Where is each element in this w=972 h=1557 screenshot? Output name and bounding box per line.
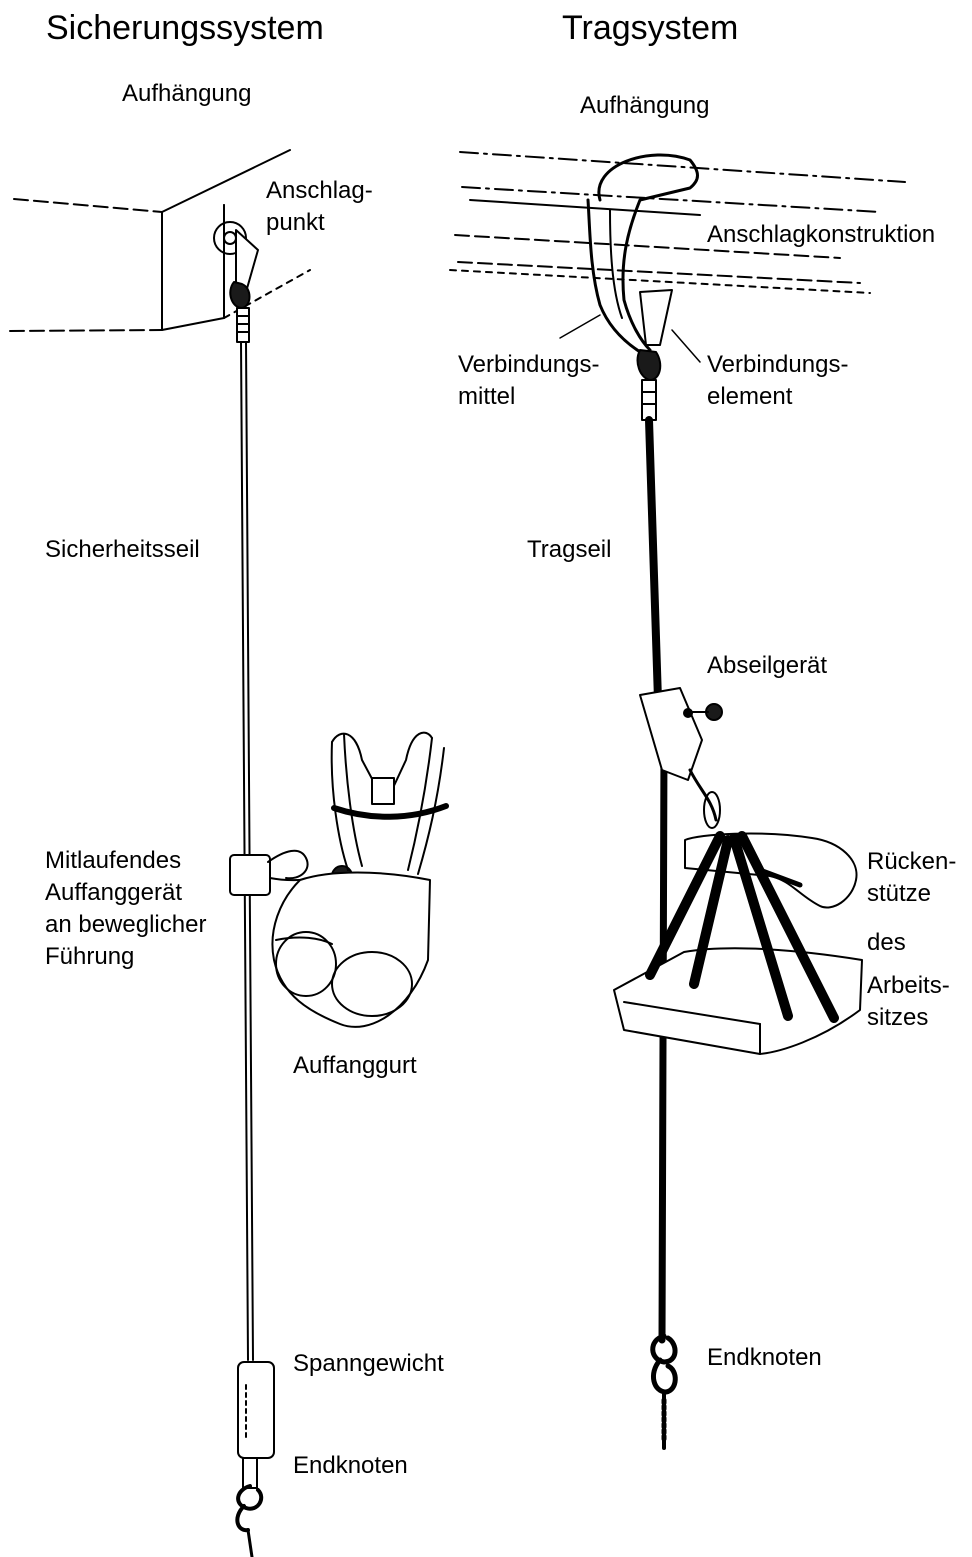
label-abseilgeraet: Abseilgerät — [707, 650, 827, 682]
anchor-point-ring — [214, 222, 258, 342]
title-right: Tragsystem — [562, 8, 738, 48]
label-anschlagpunkt: Anschlag- punkt — [266, 175, 373, 239]
label-anschlagkonstruktion: Anschlagkonstruktion — [707, 219, 935, 251]
label-aufhaengung-right: Aufhängung — [580, 90, 709, 122]
label-endknoten-right: Endknoten — [707, 1342, 822, 1374]
tension-weight — [238, 1362, 274, 1488]
label-arbeitssitz: Arbeits- sitzes — [867, 970, 950, 1034]
descender-device — [640, 688, 722, 828]
anchor-block — [10, 150, 310, 331]
work-seat — [614, 834, 862, 1054]
label-verbindungsmittel: Verbindungs- mittel — [458, 349, 599, 413]
label-des: des — [867, 927, 906, 959]
safety-rope — [241, 342, 253, 1360]
end-knot-left — [237, 1486, 261, 1557]
label-spanngewicht: Spanngewicht — [293, 1348, 444, 1380]
connector-carabiner — [638, 290, 672, 420]
label-auffanggurt: Auffanggurt — [293, 1050, 417, 1082]
label-auffanggeraet: Mitlaufendes Auffanggerät an beweglicher… — [45, 845, 206, 973]
label-endknoten-left: Endknoten — [293, 1450, 408, 1482]
label-sicherheitsseil: Sicherheitsseil — [45, 534, 200, 566]
title-left: Sicherungssystem — [46, 8, 324, 48]
end-knot-right — [653, 1336, 676, 1448]
working-rope — [649, 420, 664, 1440]
label-aufhaengung-left: Aufhängung — [122, 78, 251, 110]
label-tragseil: Tragseil — [527, 534, 611, 566]
label-verbindungselement: Verbindungs- element — [707, 349, 848, 413]
label-rueckenstuetze: Rücken- stütze — [867, 846, 956, 910]
